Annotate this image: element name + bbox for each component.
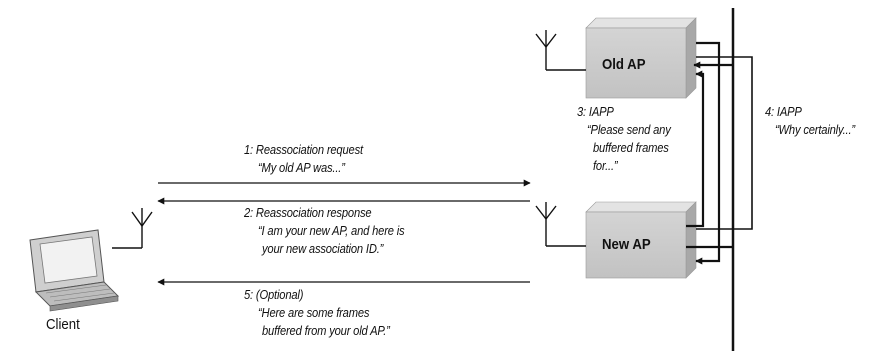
- client-label: Client: [46, 316, 80, 333]
- message-1-line-1: “My old AP was...”: [258, 160, 345, 175]
- message-5-line-2: buffered from your old AP.”: [262, 323, 390, 338]
- iapp-response-arrow: [695, 41, 721, 265]
- message-3-line-1: “Please send any: [587, 122, 671, 137]
- message-4-line-1: “Why certainly...”: [775, 122, 855, 137]
- old-ap-antenna-icon: [535, 30, 586, 71]
- message-3-line-2: buffered frames: [593, 140, 669, 155]
- message-2-title: 2: Reassociation response: [244, 205, 372, 220]
- new-ap-box: [585, 201, 697, 279]
- message-3-line-3: for...”: [593, 158, 618, 173]
- message-4-title: 4: IAPP: [765, 104, 802, 119]
- old-ap-box: [585, 17, 697, 99]
- message-2-line-1: “I am your new AP, and here is: [258, 223, 405, 238]
- iapp-request-arrow: [686, 70, 705, 228]
- client-laptop-icon: [29, 229, 120, 312]
- message-2-line-2: your new association ID.”: [262, 241, 384, 256]
- message-5-line-1: “Here are some frames: [258, 305, 370, 320]
- old-ap-label: Old AP: [602, 56, 646, 73]
- new-ap-label: New AP: [602, 236, 651, 253]
- old-ap-distribution-link: [696, 56, 753, 230]
- client-antenna-icon: [112, 208, 153, 249]
- new-ap-antenna-icon: [535, 202, 586, 247]
- message-3-title: 3: IAPP: [577, 104, 614, 119]
- message-5-title: 5: (Optional): [244, 287, 304, 302]
- message-1-title: 1: Reassociation request: [244, 142, 363, 157]
